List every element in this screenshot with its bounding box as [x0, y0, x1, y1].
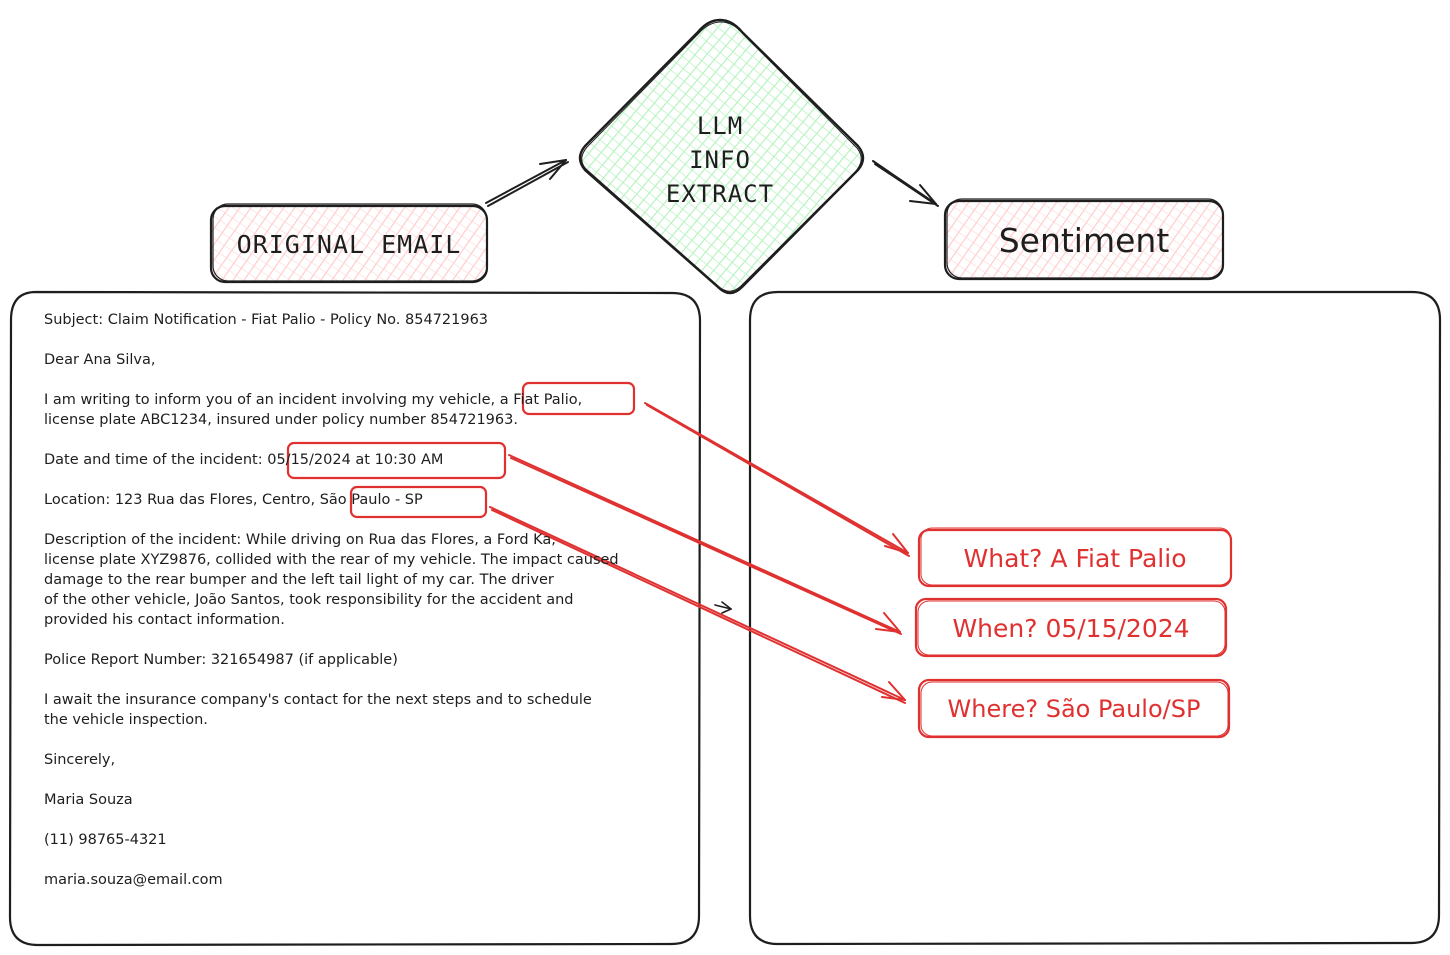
sentiment-label-box — [943, 198, 1225, 281]
where-box — [917, 678, 1231, 739]
highlight-location — [349, 485, 488, 519]
llm-label-line-1: LLM — [696, 112, 744, 140]
highlight-fiat-palio — [521, 381, 636, 416]
email-location-line: Location: 123 Rua das Flores, Centro, Sã… — [44, 490, 684, 510]
email-description: Description of the incident: While drivi… — [44, 532, 619, 628]
extracted-when: When? 05/15/2024 — [952, 613, 1190, 643]
date-highlight: 05/15/2024 at 10:30 AM — [267, 452, 444, 468]
llm-info-extract-label: LLM INFO EXTRACT — [620, 100, 820, 220]
email-await: I await the insurance company's contact … — [44, 692, 592, 728]
email-address: maria.souza@email.com — [44, 872, 223, 888]
small-arrow-marker — [714, 601, 732, 614]
date-text-pre: Date and time of the incident: — [44, 452, 268, 468]
email-police-report: Police Report Number: 321654987 (if appl… — [44, 652, 398, 668]
location-text-pre: Location: 123 Rua das Flores, Centro, — [44, 492, 320, 508]
llm-label-line-2: INFO — [689, 146, 751, 174]
email-greeting: Dear Ana Silva, — [44, 352, 156, 368]
vehicle-text-post: license plate ABC1234, insured under pol… — [44, 412, 518, 428]
arrow-email-to-llm — [485, 159, 569, 207]
highlight-date — [286, 441, 507, 480]
email-subject: Subject: Claim Notification - Fiat Palio… — [44, 312, 489, 328]
arrow-llm-to-sentiment — [872, 160, 939, 207]
when-box — [914, 597, 1228, 658]
arrow-where — [489, 506, 906, 704]
original-email-label-box — [209, 203, 489, 284]
email-paragraph-vehicle: I am writing to inform you of an inciden… — [44, 390, 684, 430]
vehicle-highlight: a Fiat Palio, — [499, 392, 583, 408]
extracted-what: What? A Fiat Palio — [963, 544, 1187, 573]
arrow-what — [644, 402, 910, 557]
email-closing: Sincerely, — [44, 752, 116, 768]
email-container — [8, 290, 702, 947]
arrow-when — [508, 454, 902, 635]
vehicle-text-pre: I am writing to inform you of an inciden… — [44, 392, 500, 408]
llm-label-line-3: EXTRACT — [665, 180, 775, 208]
email-date-line: Date and time of the incident: 05/15/202… — [44, 450, 684, 470]
sentiment-container — [748, 290, 1442, 946]
email-body: Subject: Claim Notification - Fiat Palio… — [44, 310, 684, 910]
email-phone: (11) 98765-4321 — [44, 832, 167, 848]
llm-diamond — [578, 18, 865, 295]
location-highlight: São Paulo - SP — [319, 492, 423, 508]
original-email-label: ORIGINAL EMAIL — [236, 229, 462, 259]
extracted-where: Where? São Paulo/SP — [947, 695, 1201, 723]
what-box — [917, 527, 1233, 588]
email-sender-name: Maria Souza — [44, 792, 133, 808]
sentiment-label: Sentiment — [998, 220, 1170, 260]
